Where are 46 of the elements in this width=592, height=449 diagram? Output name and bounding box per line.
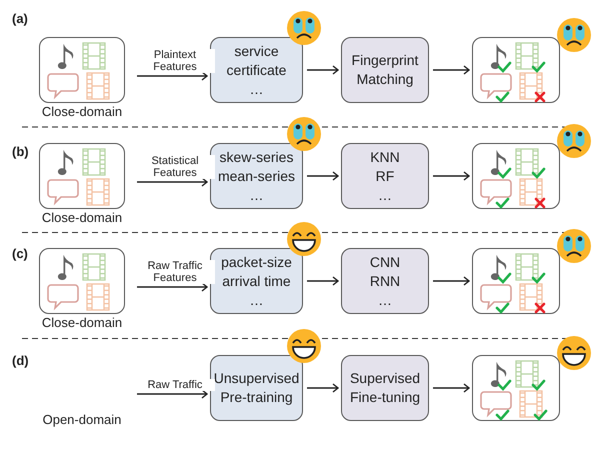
box-text: … — [248, 290, 264, 310]
box-text: certificate — [226, 60, 288, 80]
arrow — [307, 171, 339, 181]
model-box — [341, 355, 429, 421]
box-text: arrival time — [221, 272, 292, 290]
box-text: RF — [374, 166, 396, 186]
panel-label: (b) — [12, 144, 29, 159]
arrow — [137, 389, 208, 399]
box-text: skew-series — [218, 148, 294, 166]
node-label: Close-domain — [40, 104, 124, 119]
box-text: service — [233, 42, 280, 60]
node-label: Close-domain — [40, 315, 124, 330]
arrow — [137, 177, 208, 187]
box-text: KNN — [369, 148, 401, 166]
box-text: … — [377, 186, 393, 204]
box-text: Unsupervised Pre-training — [212, 369, 300, 407]
feature-box — [210, 248, 303, 314]
box-text: … — [248, 80, 264, 98]
feature-box — [210, 355, 303, 421]
box-text: packet-size — [220, 252, 293, 272]
model-box — [341, 248, 429, 314]
arrow — [137, 71, 208, 81]
feature-box — [210, 37, 303, 103]
box-text: CNN — [368, 252, 402, 272]
node-label: Close-domain — [40, 210, 124, 225]
box-text: mean-series — [216, 166, 296, 186]
arrow — [307, 65, 339, 75]
arrow — [433, 65, 470, 75]
box-text: … — [248, 186, 264, 204]
arrow — [433, 276, 470, 286]
arrow — [307, 383, 339, 393]
arrow — [433, 383, 470, 393]
arrow — [433, 171, 470, 181]
arrow — [307, 276, 339, 286]
box-text: RNN — [368, 272, 402, 290]
arrow — [137, 282, 208, 292]
panel-label: (d) — [12, 353, 29, 368]
feature-box — [210, 143, 303, 209]
box-text: Supervised Fine-tuning — [348, 369, 422, 407]
box-text: … — [377, 290, 393, 310]
node-label: Open-domain — [42, 412, 122, 427]
box-text: Fingerprint Matching — [350, 51, 420, 89]
panel-label: (a) — [12, 11, 28, 26]
panel-label: (c) — [12, 246, 28, 261]
model-box — [341, 37, 429, 103]
model-box — [341, 143, 429, 209]
